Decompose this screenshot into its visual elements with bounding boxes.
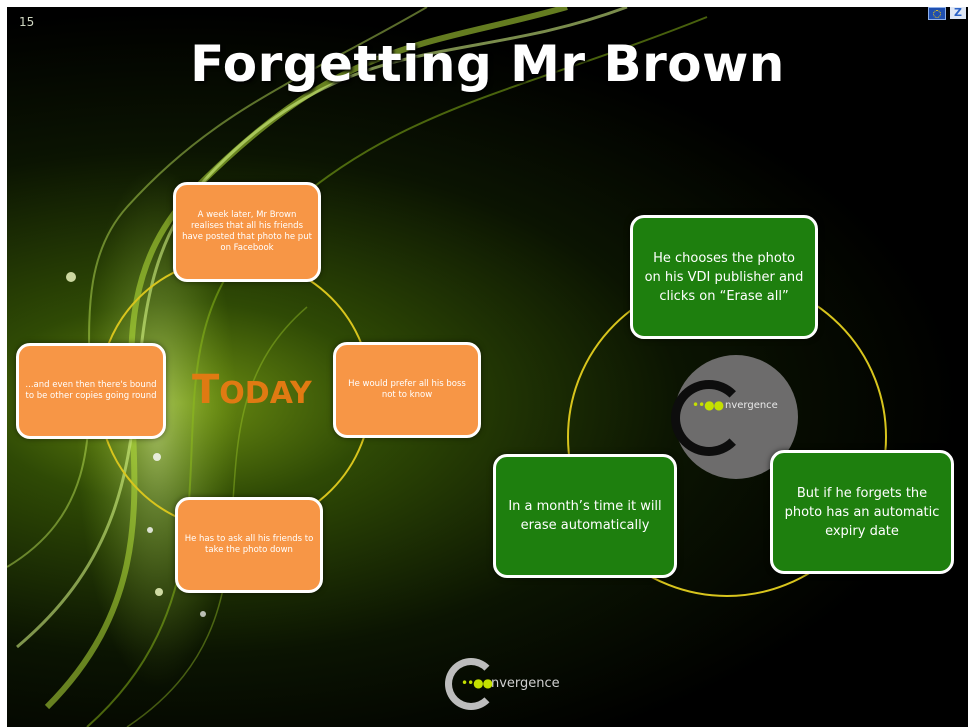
slide-number: 15 bbox=[19, 15, 35, 29]
logo-dots-icon: ••●● bbox=[692, 398, 724, 412]
cycle-box-text: He would prefer all his boss not to know bbox=[348, 379, 466, 400]
logo-text: nvergence bbox=[725, 400, 778, 411]
cycle-box-erase-automatically: In a month’s time it will erase automati… bbox=[493, 454, 677, 578]
logo-text-bottom: nvergence bbox=[491, 676, 560, 691]
cycle-box-text: A week later, Mr Brown realises that all… bbox=[182, 210, 312, 253]
cycle-box-text: He has to ask all his friends to take th… bbox=[184, 534, 314, 555]
cycle-box-text: ...and even then there's bound to be oth… bbox=[25, 380, 157, 401]
cycle-box-text: But if he forgets the photo has an autom… bbox=[784, 485, 940, 539]
cycle-box-erase-all: He chooses the photo on his VDI publishe… bbox=[630, 215, 818, 339]
logo-dots-bottom-icon: ••●● bbox=[461, 676, 493, 690]
convergence-logo-bottom-icon bbox=[445, 658, 497, 710]
cycle-box-text: In a month’s time it will erase automati… bbox=[508, 499, 662, 533]
convergence-logo-c-icon bbox=[671, 380, 747, 456]
eu-flag-icon bbox=[928, 7, 946, 20]
corner-mark: Z bbox=[950, 7, 966, 19]
cycle-box-boss: He would prefer all his boss not to know bbox=[333, 342, 481, 438]
slide: 15 Z Forgetting Mr Brown TODAY A week la… bbox=[7, 7, 968, 727]
today-label: TODAY bbox=[192, 367, 312, 413]
today-first-letter: T bbox=[192, 367, 220, 413]
cycle-box-other-copies: ...and even then there's bound to be oth… bbox=[16, 343, 166, 439]
cycle-box-text: He chooses the photo on his VDI publishe… bbox=[644, 250, 804, 304]
slide-title: Forgetting Mr Brown bbox=[190, 35, 785, 93]
cycle-box-week-later: A week later, Mr Brown realises that all… bbox=[173, 182, 321, 282]
cycle-box-expiry-date: But if he forgets the photo has an autom… bbox=[770, 450, 954, 574]
cycle-box-ask-friends: He has to ask all his friends to take th… bbox=[175, 497, 323, 593]
today-rest: ODAY bbox=[219, 376, 312, 411]
